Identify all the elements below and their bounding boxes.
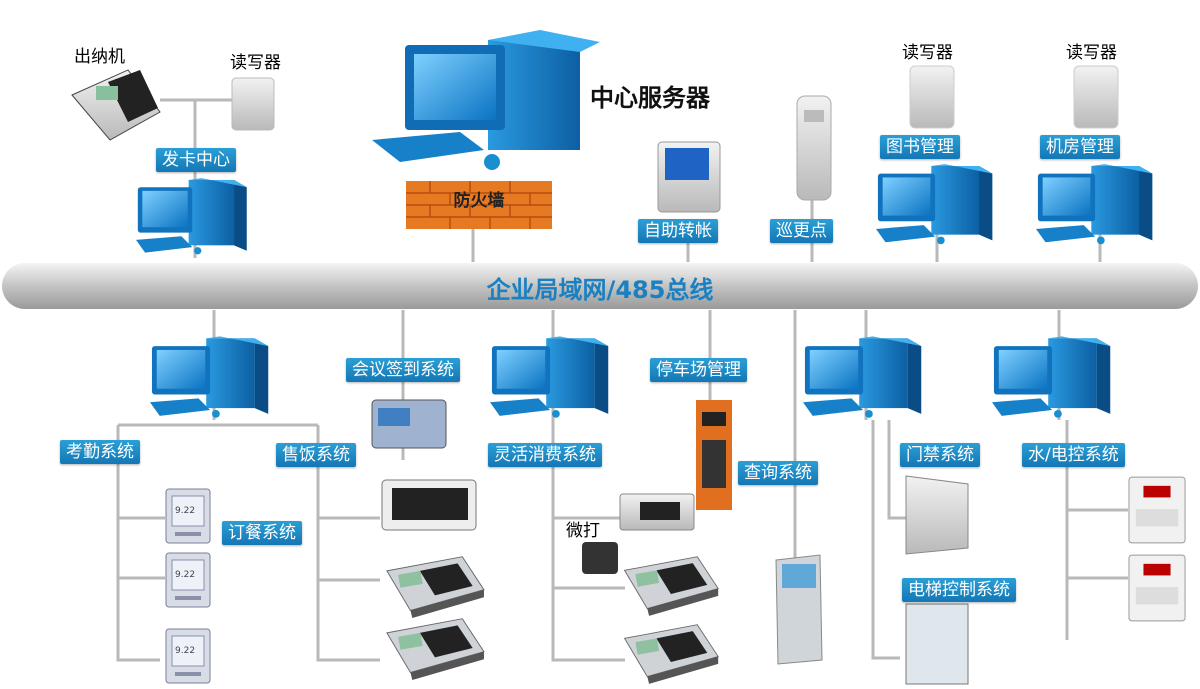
meeting-label: 会议签到系统 <box>346 358 460 382</box>
card-center-label: 发卡中心 <box>156 148 236 172</box>
elevator-board-icon <box>905 603 969 685</box>
flexible-label: 灵活消费系统 <box>488 443 602 467</box>
card-center-pc-icon <box>136 178 247 255</box>
meal-sale-label: 售饭系统 <box>276 443 356 467</box>
meal-terminal-icon <box>381 479 477 531</box>
library-pc-icon <box>876 164 993 245</box>
consumption-pc-icon <box>490 336 609 418</box>
reader-lab-icon <box>1073 65 1119 129</box>
attendance-meter-1-icon <box>165 488 211 544</box>
water-panel-1-icon <box>1128 476 1186 544</box>
reader-lab-label: 读写器 <box>1066 43 1117 63</box>
access-label: 门禁系统 <box>900 443 980 467</box>
water-panel-2-icon <box>1128 554 1186 622</box>
flexible-pos-1-icon <box>624 556 719 616</box>
computer-room-pc-icon <box>1036 164 1153 245</box>
flexible-pos-2-icon <box>624 624 719 684</box>
library-label: 图书管理 <box>880 135 960 159</box>
bus-label: 企业局域网/485总线 <box>486 276 714 304</box>
flexible-terminal-icon <box>619 493 695 531</box>
network-bus <box>2 263 1198 309</box>
reader-top-left-label: 读写器 <box>230 53 281 73</box>
water-elec-pc-icon <box>992 336 1111 418</box>
reader-top-left-icon <box>231 77 275 131</box>
cashier-machine-icon <box>71 69 161 141</box>
firewall-label: 防火墙 <box>453 191 505 211</box>
meal-pos-2-icon <box>386 618 485 680</box>
self-transfer-label: 自助转帐 <box>638 219 718 243</box>
ordering-label: 订餐系统 <box>222 521 302 545</box>
parking-label: 停车场管理 <box>650 358 747 382</box>
self-transfer-kiosk-icon <box>657 141 721 213</box>
query-kiosk-icon <box>775 554 823 665</box>
water-elec-label: 水/电控系统 <box>1022 443 1125 467</box>
micro-print-label: 微打 <box>566 521 600 541</box>
parking-terminal-icon <box>696 400 732 510</box>
attendance-meter-2-icon <box>165 552 211 608</box>
patrol-label: 巡更点 <box>770 219 833 243</box>
server-label: 中心服务器 <box>590 84 710 112</box>
attendance-pc-icon <box>150 336 269 418</box>
firewall-icon <box>406 181 552 229</box>
meal-pos-1-icon <box>386 556 485 618</box>
attendance-label: 考勤系统 <box>60 440 140 464</box>
central-server-icon <box>372 30 600 170</box>
attendance-meter-3-icon <box>165 628 211 684</box>
micro-printer-icon <box>582 542 618 574</box>
access-pc-icon <box>803 336 922 418</box>
patrol-point-icon <box>796 95 832 201</box>
cashier-label: 出纳机 <box>74 47 125 67</box>
access-controller-icon <box>905 475 969 555</box>
query-label: 查询系统 <box>738 461 818 485</box>
elevator-label: 电梯控制系统 <box>902 578 1016 602</box>
reader-library-label: 读写器 <box>902 43 953 63</box>
reader-library-icon <box>909 65 955 129</box>
meeting-signin-device-icon <box>371 399 447 449</box>
computer-room-label: 机房管理 <box>1040 135 1120 159</box>
